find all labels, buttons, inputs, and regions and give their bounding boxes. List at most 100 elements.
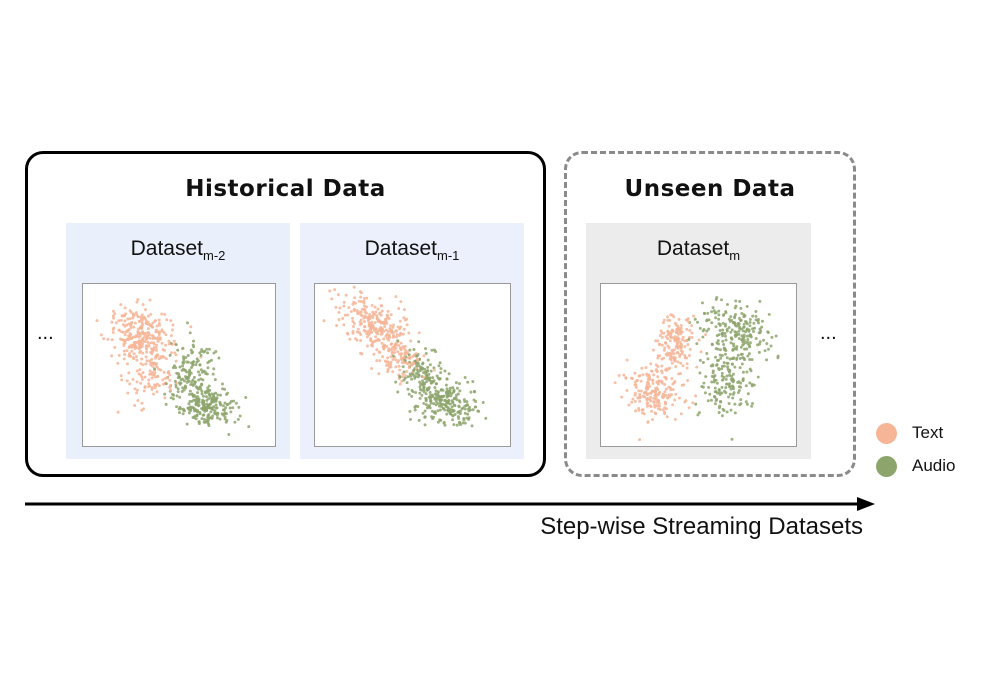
scatter-point-audio xyxy=(738,356,742,360)
scatter-point-audio xyxy=(717,313,721,317)
scatter-point-audio xyxy=(424,347,428,351)
scatter-point-text xyxy=(131,316,135,320)
scatter-point-audio xyxy=(181,386,185,390)
scatter-point-text xyxy=(686,379,690,382)
scatter-point-text xyxy=(679,372,683,376)
scatter-point-text xyxy=(337,310,341,314)
scatter-point-audio xyxy=(197,378,201,382)
scatter-point-text xyxy=(395,333,399,337)
scatter-point-text xyxy=(672,348,676,352)
scatter-point-text xyxy=(359,295,363,299)
scatter-point-text xyxy=(123,338,127,342)
scatter-point-audio xyxy=(741,343,745,347)
scatter-point-text xyxy=(129,325,133,329)
scatter-point-audio xyxy=(452,389,456,393)
scatter-point-text xyxy=(391,323,395,327)
scatter-point-audio xyxy=(226,403,230,407)
scatter-point-text xyxy=(398,368,402,372)
scatter-point-audio xyxy=(720,371,724,375)
scatter-point-text xyxy=(667,393,671,397)
dataset-label: Dataset xyxy=(364,237,437,260)
scatter-point-text xyxy=(141,330,145,334)
scatter-point-text xyxy=(161,354,165,358)
timeline-label: Step-wise Streaming Datasets xyxy=(540,513,863,540)
scatter-point-audio xyxy=(467,416,471,420)
scatter-point-audio xyxy=(724,338,728,342)
scatter-point-audio xyxy=(712,375,716,379)
scatter-point-text xyxy=(657,401,661,405)
scatter-point-text xyxy=(125,323,129,327)
scatter-point-audio xyxy=(445,405,449,409)
scatter-point-text xyxy=(652,396,656,400)
scatter-point-audio xyxy=(457,399,461,403)
scatter-point-text xyxy=(168,373,172,377)
scatter-point-audio xyxy=(217,356,221,360)
scatter-point-text xyxy=(394,329,398,333)
scatter-point-text xyxy=(624,376,628,380)
scatter-point-audio xyxy=(228,401,232,405)
scatter-point-text xyxy=(141,302,145,306)
scatter-point-text xyxy=(367,321,371,325)
scatter-point-text xyxy=(422,354,426,358)
scatter-point-audio xyxy=(701,385,705,389)
scatter-point-audio xyxy=(412,348,416,351)
scatter-point-text xyxy=(645,404,649,408)
scatter-point-text xyxy=(402,356,405,360)
scatter-point-text xyxy=(390,352,394,356)
scatter-point-audio xyxy=(412,373,416,377)
scatter-point-audio xyxy=(462,417,466,421)
scatter-point-text xyxy=(679,343,683,347)
scatter-point-audio xyxy=(733,306,737,310)
scatter-point-text xyxy=(663,375,667,379)
scatter-point-text xyxy=(163,313,167,317)
scatter-point-text xyxy=(629,376,633,380)
scatter-point-text xyxy=(121,323,125,327)
scatter-point-audio xyxy=(417,340,421,344)
scatter-point-text xyxy=(633,399,637,403)
scatter-point-text xyxy=(649,395,653,399)
scatter-point-audio xyxy=(421,383,425,387)
scatter-point-audio xyxy=(206,386,210,390)
scatter-point-audio xyxy=(746,338,750,341)
scatter-point-text xyxy=(363,325,367,329)
scatter-point-audio xyxy=(742,325,746,329)
scatter-point-audio xyxy=(185,380,189,384)
scatter-point-audio xyxy=(456,415,460,419)
scatter-point-text xyxy=(150,376,154,380)
scatter-point-audio xyxy=(714,316,718,320)
scatter-point-text xyxy=(343,313,347,317)
scatter-point-text xyxy=(106,337,110,341)
scatter-point-text xyxy=(670,393,674,397)
scatter-point-audio xyxy=(724,349,728,353)
scatter-point-text xyxy=(138,351,142,355)
scatter-point-audio xyxy=(716,347,720,351)
scatter-point-text xyxy=(152,341,156,345)
scatter-point-audio xyxy=(698,371,702,375)
scatter-point-audio xyxy=(199,368,203,372)
scatter-plot-svg xyxy=(322,285,488,428)
scatter-point-text xyxy=(167,339,171,343)
scatter-point-text xyxy=(372,352,376,356)
scatter-point-text xyxy=(675,351,679,355)
scatter-point-audio xyxy=(451,414,455,418)
scatter-point-audio xyxy=(436,376,440,380)
scatter-point-audio xyxy=(202,350,206,354)
scatter-point-audio xyxy=(189,371,193,375)
scatter-point-audio xyxy=(730,379,734,383)
scatter-point-audio xyxy=(174,366,178,370)
scatter-point-audio xyxy=(191,383,195,387)
scatter-point-audio xyxy=(452,423,456,427)
scatter-point-text xyxy=(403,318,407,322)
scatter-point-text xyxy=(127,328,131,332)
scatter-point-text xyxy=(633,383,637,387)
scatter-point-text xyxy=(654,368,658,372)
scatter-point-text xyxy=(391,325,395,329)
scatter-point-audio xyxy=(701,335,705,339)
scatter-point-text xyxy=(138,368,142,372)
scatter-point-audio xyxy=(742,315,746,319)
scatter-point-text xyxy=(135,380,139,384)
scatter-point-audio xyxy=(215,406,219,410)
scatter-point-text xyxy=(640,408,644,412)
scatter-point-text xyxy=(117,353,121,357)
scatter-point-audio xyxy=(738,327,742,331)
